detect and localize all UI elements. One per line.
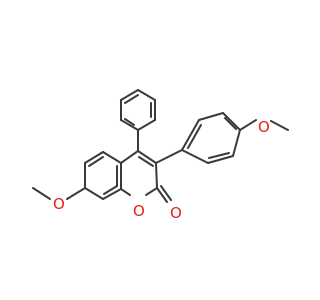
bond bbox=[120, 89, 139, 101]
phenyl-ring bbox=[120, 89, 156, 131]
bond bbox=[198, 112, 224, 121]
bond-inner bbox=[103, 185, 118, 195]
bond-inner bbox=[124, 118, 135, 126]
bond-inner bbox=[208, 152, 230, 159]
bond bbox=[232, 129, 241, 157]
molecule-drawing: O O O O bbox=[32, 89, 289, 222]
bond bbox=[239, 119, 257, 131]
oxygen-atom-methoxy-top: O bbox=[258, 118, 270, 136]
bond bbox=[120, 119, 139, 131]
bond bbox=[181, 149, 209, 164]
bond bbox=[84, 151, 104, 164]
bond-carbonyl bbox=[160, 185, 172, 201]
bond bbox=[102, 188, 122, 200]
bond bbox=[155, 162, 158, 189]
bond bbox=[84, 187, 104, 200]
bond bbox=[102, 151, 122, 164]
bond bbox=[137, 119, 156, 131]
bond-inner bbox=[187, 124, 202, 149]
bond bbox=[155, 149, 183, 164]
bond-carbonyl bbox=[156, 187, 168, 203]
oxygen-atom-carbonyl: O bbox=[170, 204, 182, 222]
bond bbox=[32, 187, 51, 200]
bond-inner bbox=[224, 117, 237, 130]
bond-inner bbox=[124, 94, 139, 104]
bond bbox=[222, 112, 241, 131]
bond bbox=[207, 155, 234, 164]
bond-inner bbox=[88, 156, 104, 167]
bond-inner bbox=[138, 156, 154, 167]
oxygen-atom-methoxy-left: O bbox=[53, 195, 65, 213]
methoxyphenyl-ring bbox=[181, 112, 241, 164]
bond bbox=[137, 150, 157, 164]
bond bbox=[137, 89, 156, 101]
oxygen-atom-ring: O bbox=[133, 202, 145, 220]
bond bbox=[66, 187, 86, 200]
bond bbox=[181, 119, 200, 151]
structure-canvas: O O O O bbox=[32, 89, 289, 222]
bond bbox=[120, 150, 139, 164]
pyranone-ring bbox=[120, 150, 158, 196]
bond bbox=[120, 188, 131, 196]
bond bbox=[145, 187, 158, 196]
benzo-ring bbox=[84, 151, 122, 200]
bond bbox=[270, 120, 289, 131]
